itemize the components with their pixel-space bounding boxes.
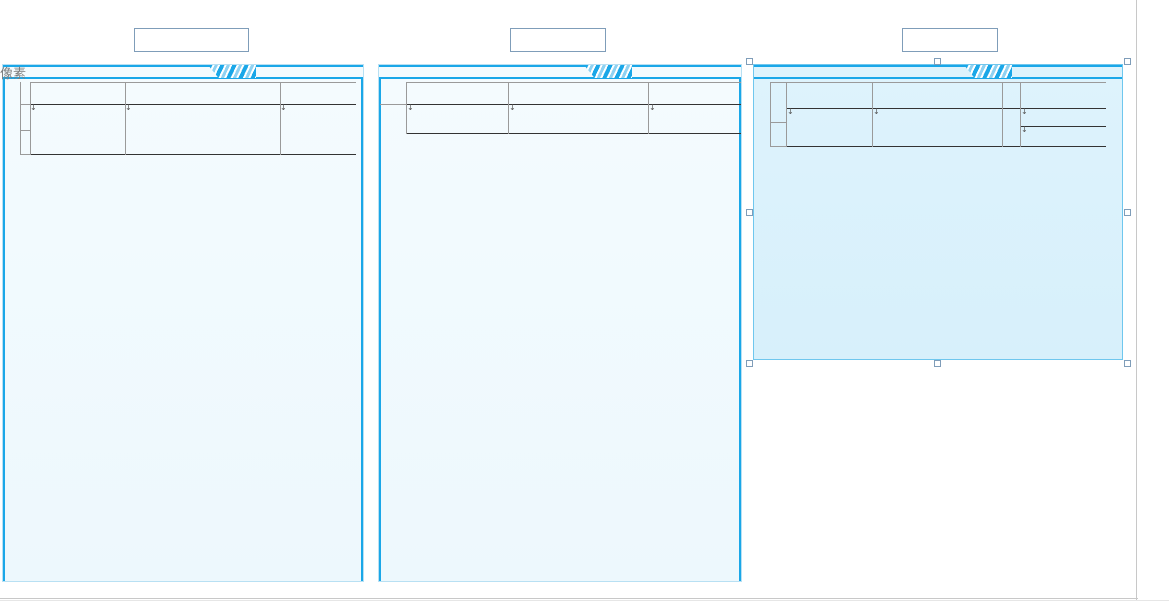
pixel-unit-label: 像素 [0,67,27,82]
panel-header-line [3,77,363,79]
arrow-down-icon: ↓ [649,103,656,112]
table-header [281,83,356,104]
panel-border-left [379,77,381,581]
arrow-down-icon: ↓ [787,107,794,116]
panel-1[interactable] [2,64,364,582]
resize-handle-top-left[interactable] [746,58,753,65]
panel-2[interactable] [378,64,742,582]
table-header [649,83,741,104]
table-cell [281,105,356,154]
arrow-down-icon: ↓ [873,107,880,116]
arrow-down-icon: ↓ [280,103,287,112]
table-cell [1021,127,1106,146]
panel-border-left [3,77,5,581]
arrow-down-icon: ↓ [407,103,414,112]
table-header [407,83,508,104]
panel-corner-tab [208,65,256,78]
resize-handle-right[interactable] [1124,209,1131,216]
arrow-down-icon: ↓ [1021,107,1028,116]
panel-border-right [361,77,363,581]
panel-3-selected[interactable] [753,64,1123,360]
arrow-down-icon: ↓ [125,103,132,112]
table-cell [873,109,1002,146]
panel-border-top [754,65,1122,67]
arrow-down-icon: ↓ [509,103,516,112]
panel-2-name-input[interactable] [510,28,606,52]
table-header [31,83,125,104]
panel-1-name-input[interactable] [134,28,249,52]
panel-border-top [3,65,363,67]
arrow-down-icon: ↓ [1021,125,1028,134]
panel-border-right [739,77,741,581]
resize-handle-top[interactable] [934,58,941,65]
table-header [873,83,1002,108]
table-cell [787,109,872,146]
resize-handle-left[interactable] [746,209,753,216]
panel-corner-tab [964,65,1012,78]
panel-3-table[interactable]: ↓ ↓ ↓ ↓ [770,82,1106,150]
window-bottom-border [0,600,1169,601]
table-header [126,83,280,104]
table-header [787,83,872,108]
canvas-bottom-border [0,598,1138,599]
table-header [1021,83,1106,108]
panel-border-top [379,65,741,67]
panel-corner-tab [584,65,632,78]
panel-1-table[interactable]: ↓ ↓ ↓ [20,82,356,158]
table-header [509,83,648,104]
table-cell [407,105,508,133]
panel-header-line [754,77,1122,79]
table-cell [1021,109,1106,126]
resize-handle-top-right[interactable] [1124,58,1131,65]
panel-2-table[interactable]: ↓ ↓ ↓ [380,82,741,136]
table-cell [649,105,741,133]
canvas-right-border [1136,0,1137,600]
table-cell [126,105,280,154]
resize-handle-bottom-left[interactable] [746,360,753,367]
panel-header-line [379,77,741,79]
table-cell [31,105,125,154]
panel-3-name-input[interactable] [902,28,998,52]
arrow-down-icon: ↓ [30,103,37,112]
table-cell [509,105,648,133]
resize-handle-bottom-right[interactable] [1124,360,1131,367]
resize-handle-bottom[interactable] [934,360,941,367]
